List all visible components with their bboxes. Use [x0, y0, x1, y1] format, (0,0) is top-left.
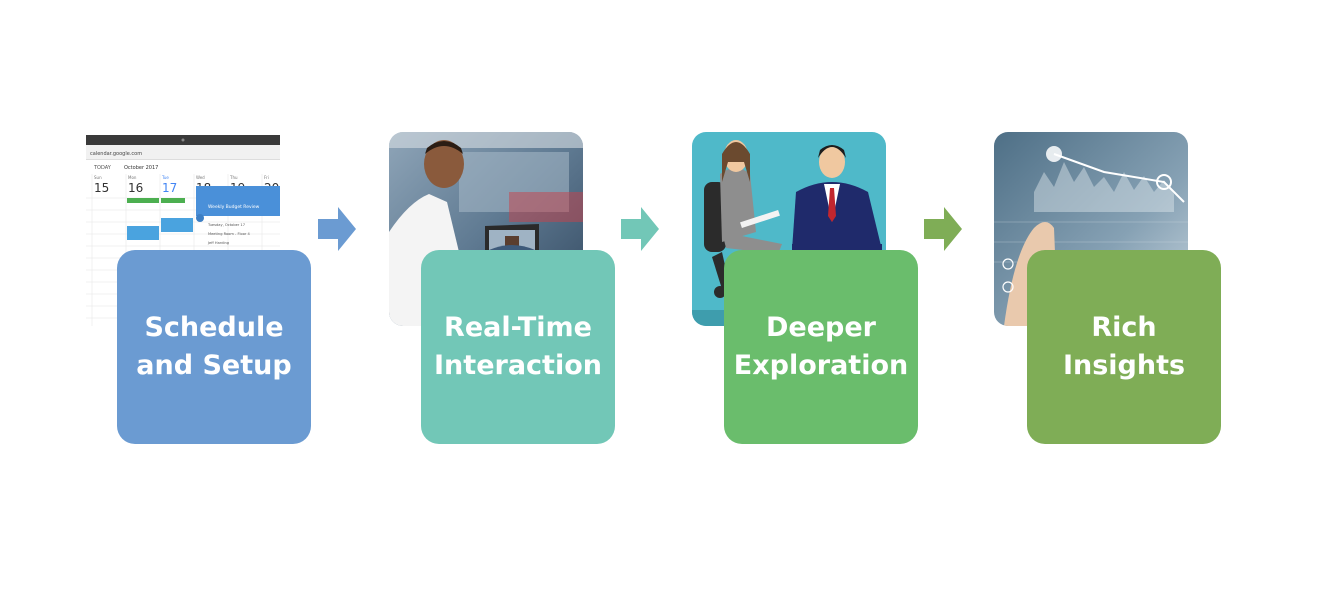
step-label: Real-Time Interaction: [434, 312, 602, 381]
arrow-right-icon: [924, 207, 964, 251]
svg-text:Fri: Fri: [264, 175, 269, 180]
step-card-schedule-and-setup: Schedule and Setup: [117, 250, 311, 444]
svg-text:15: 15: [94, 181, 109, 195]
svg-text:Thu: Thu: [229, 175, 238, 180]
calendar-url: calendar.google.com: [90, 151, 142, 157]
event-title: Weekly Budget Review: [208, 204, 260, 210]
svg-text:17: 17: [162, 181, 177, 195]
step-label: Schedule and Setup: [136, 312, 292, 381]
svg-text:Sun: Sun: [94, 175, 102, 180]
svg-text:16: 16: [128, 181, 143, 195]
svg-text:October 2017: October 2017: [124, 165, 158, 171]
svg-text:Meeting Room - Floor 4: Meeting Room - Floor 4: [208, 232, 251, 236]
svg-text:Jeff Harding: Jeff Harding: [207, 241, 229, 245]
svg-text:Tue: Tue: [161, 175, 169, 180]
svg-text:Tuesday, October 17: Tuesday, October 17: [207, 223, 245, 227]
step-card-rich-insights: Rich Insights: [1027, 250, 1221, 444]
arrow-3-shape: [924, 207, 962, 251]
step-label: Rich Insights: [1062, 312, 1186, 381]
arrow-1-shape: [318, 207, 356, 251]
arrow-right-icon: [621, 207, 661, 251]
step-card-deeper-exploration: Deeper Exploration: [724, 250, 918, 444]
arrow-right-icon: [318, 207, 358, 251]
step-card-real-time-interaction: Real-Time Interaction: [421, 250, 615, 444]
svg-text:Wed: Wed: [196, 175, 205, 180]
svg-text:Mon: Mon: [128, 175, 137, 180]
step-label: Deeper Exploration: [733, 312, 909, 381]
arrow-2-shape: [621, 207, 659, 251]
svg-text:TODAY: TODAY: [93, 165, 112, 171]
